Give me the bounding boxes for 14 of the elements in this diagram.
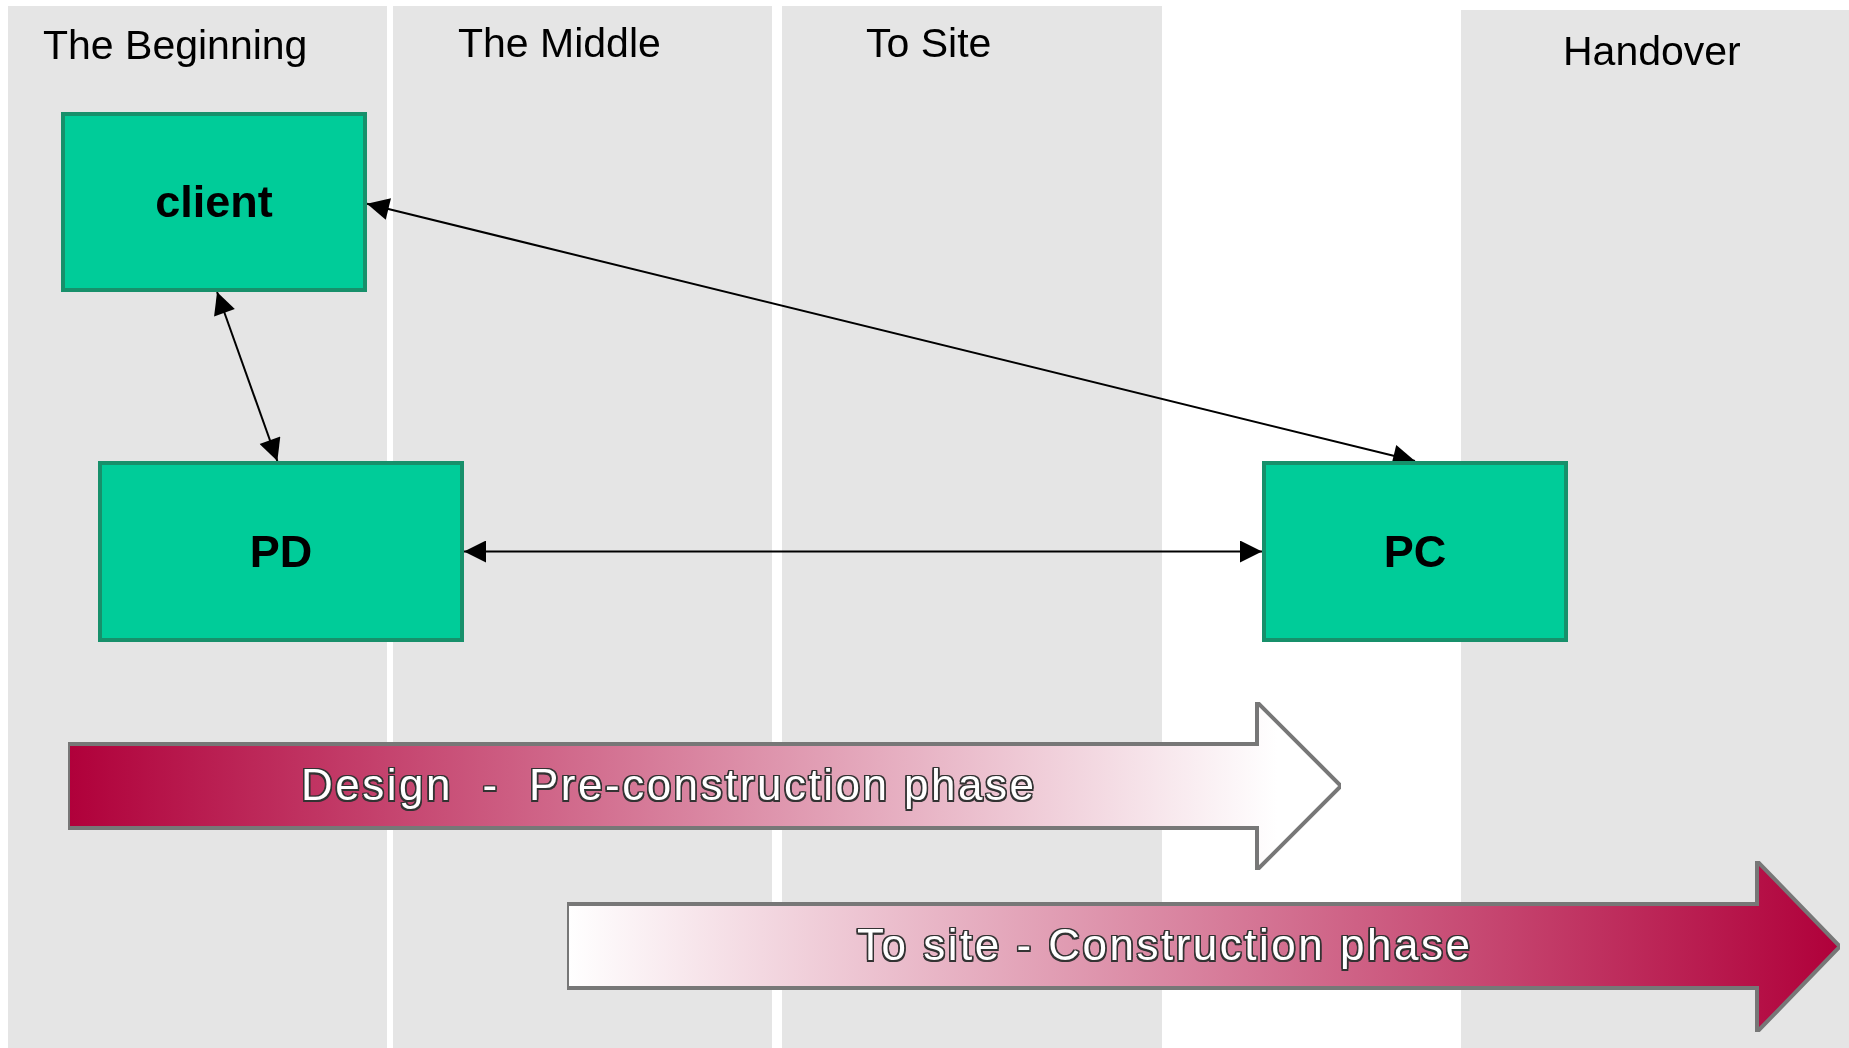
column-heading: To Site (866, 20, 992, 67)
party-label: client (155, 176, 273, 228)
column-heading: Handover (1563, 28, 1741, 75)
party-label: PD (249, 525, 313, 578)
phase-label: To site - Construction phase (857, 920, 1473, 970)
party-box (98, 461, 464, 642)
party-box (1262, 461, 1568, 642)
phase-label: Design - Pre-construction phase (301, 760, 1037, 810)
column-heading: The Beginning (43, 22, 308, 69)
party-box (61, 112, 367, 292)
column-heading: The Middle (458, 20, 661, 67)
double-arrow (463, 540, 1263, 563)
party-label: PC (1383, 525, 1447, 578)
double-arrow (214, 291, 281, 462)
